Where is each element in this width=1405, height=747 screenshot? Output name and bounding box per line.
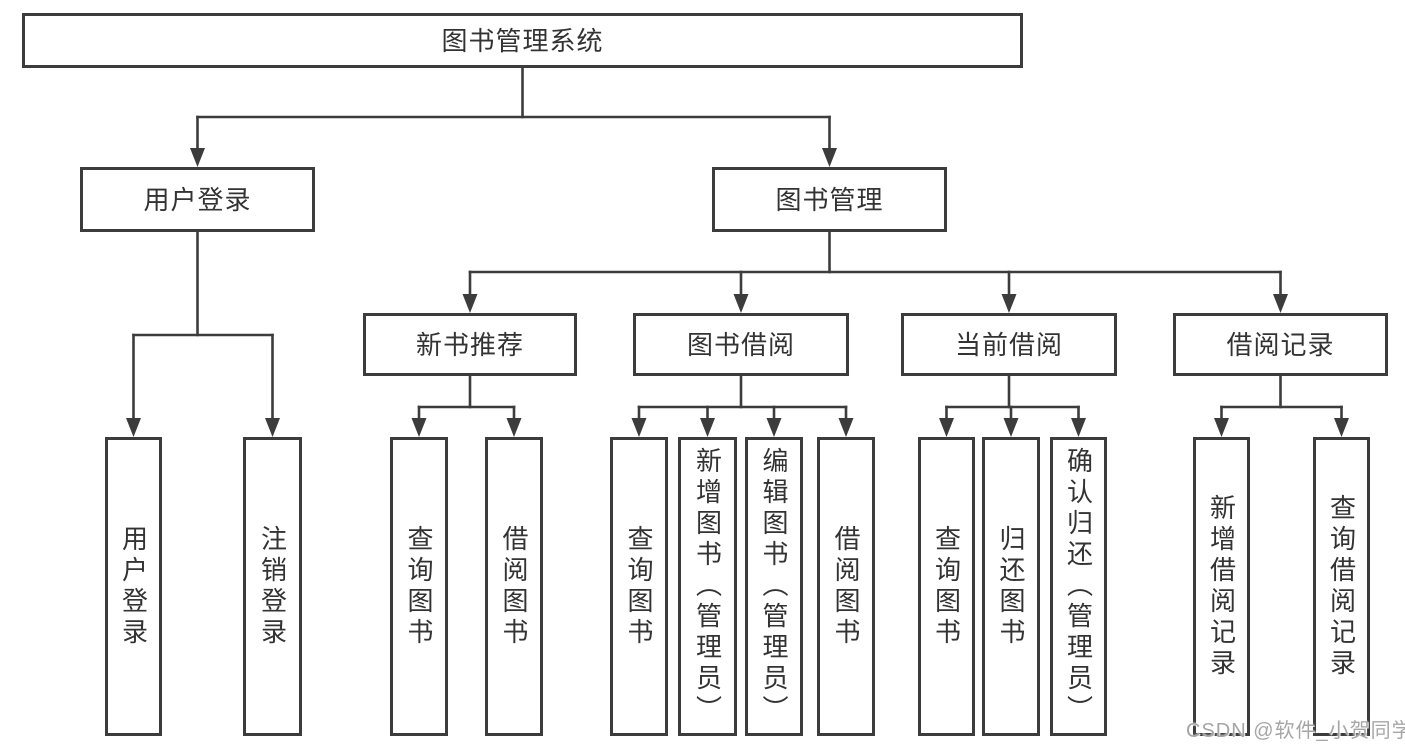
node-label: 查询借阅记录: [1326, 493, 1357, 680]
node-label: 图书借阅: [686, 329, 795, 360]
node-label: 注销登录: [257, 524, 288, 649]
leaf-logout: 注销登录: [243, 437, 302, 736]
node-book-borrowing: 图书借阅: [633, 313, 849, 376]
leaf-confirm-return-admin: 确认归还（管理员）: [1050, 437, 1107, 736]
node-new-book-recommend: 新书推荐: [363, 313, 577, 376]
node-borrow-records: 借阅记录: [1173, 313, 1388, 376]
leaf-borrow-books-1: 借阅图书: [485, 437, 543, 736]
node-label: 图书管理系统: [441, 25, 604, 56]
node-label: 当前借阅: [954, 329, 1063, 360]
node-label: 借阅图书: [499, 524, 529, 649]
leaf-query-books-2: 查询图书: [610, 437, 668, 736]
node-label: 查询图书: [624, 524, 654, 649]
node-label: 借阅记录: [1226, 329, 1335, 360]
node-label: 查询图书: [404, 524, 434, 649]
node-book-management: 图书管理: [712, 167, 947, 232]
leaf-user-login: 用户登录: [105, 437, 162, 736]
leaf-borrow-books-2: 借阅图书: [817, 437, 875, 736]
node-label: 借阅图书: [831, 524, 861, 649]
node-label: 用户登录: [118, 524, 149, 649]
node-library-management-system: 图书管理系统: [22, 13, 1023, 68]
leaf-edit-books-admin: 编辑图书（管理员）: [745, 437, 803, 736]
node-label: 归还图书: [996, 524, 1026, 649]
leaf-query-books-1: 查询图书: [390, 437, 448, 736]
node-label: 用户登录: [143, 184, 252, 215]
leaf-query-books-3: 查询图书: [918, 437, 975, 736]
node-label: 编辑图书（管理员）: [759, 447, 789, 726]
node-user-login: 用户登录: [80, 167, 315, 232]
node-label: 图书管理: [775, 184, 884, 215]
csdn-watermark: CSDN @软件_小贺同学: [1186, 720, 1405, 742]
leaf-add-borrow-record: 新增借阅记录: [1193, 437, 1250, 736]
node-label: 新增借阅记录: [1206, 493, 1237, 680]
node-current-borrowing: 当前借阅: [901, 313, 1117, 376]
leaf-return-books: 归还图书: [982, 437, 1040, 736]
leaf-query-borrow-record: 查询借阅记录: [1313, 437, 1370, 736]
node-label: 新增图书（管理员）: [692, 447, 723, 726]
leaf-add-books-admin: 新增图书（管理员）: [678, 437, 737, 736]
node-label: 查询图书: [931, 524, 962, 649]
node-label: 新书推荐: [415, 329, 524, 360]
node-label: 确认归还（管理员）: [1063, 447, 1094, 726]
